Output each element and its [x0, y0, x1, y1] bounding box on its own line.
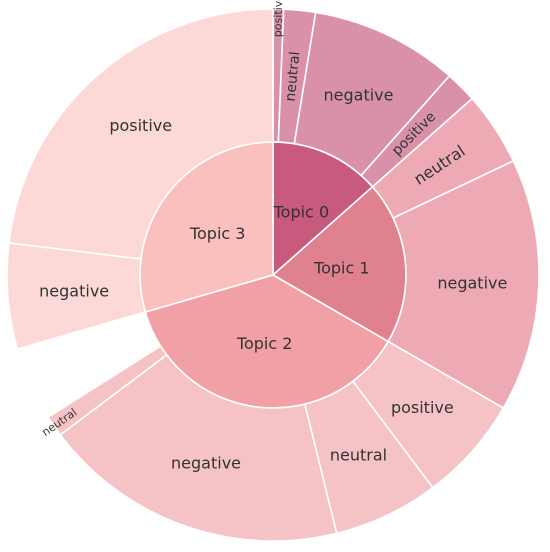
topic-label-topic-3: Topic 3: [189, 224, 246, 243]
sunburst-segment-topic-2-negative-2[interactable]: [59, 353, 338, 542]
sentiment-label-topic-0-positive-0: positive: [271, 0, 285, 37]
topic-label-topic-2: Topic 2: [236, 334, 293, 353]
sentiment-label-topic-0-negative-2: negative: [324, 85, 394, 104]
topic-label-topic-0: Topic 0: [273, 202, 330, 221]
sentiment-label-topic-1-negative-1: negative: [437, 274, 507, 293]
sentiment-label-topic-2-positive-0: positive: [391, 398, 454, 417]
sunburst-segment-topic-2-neutral-3[interactable]: [47, 344, 168, 436]
sunburst-segment-topic-1-negative-1[interactable]: [387, 159, 540, 410]
sentiment-label-topic-2-negative-2: negative: [171, 453, 241, 472]
sunburst-segment-topic-3-positive-1[interactable]: [8, 8, 274, 260]
sentiment-label-topic-2-neutral-1: neutral: [330, 446, 387, 465]
sentiment-label-topic-3-negative-0: negative: [39, 282, 109, 301]
sentiment-label-topic-3-positive-1: positive: [109, 116, 172, 135]
sentiment-label-topic-0-neutral-1: neutral: [283, 51, 304, 102]
topic-label-topic-1: Topic 1: [313, 259, 370, 278]
